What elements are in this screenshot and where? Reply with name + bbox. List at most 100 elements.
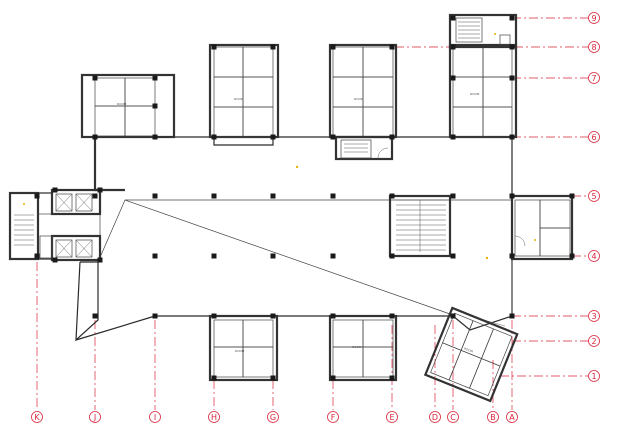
- column: [389, 313, 395, 319]
- column: [152, 193, 158, 199]
- grid-label-2: 2: [591, 337, 596, 346]
- column: [97, 187, 103, 193]
- grid-lines: [36, 17, 588, 410]
- column: [569, 253, 575, 259]
- grid-label-7: 7: [591, 74, 596, 83]
- column: [569, 193, 575, 199]
- grid-bubble-8: 8: [588, 41, 600, 53]
- grid-bubble-H: H: [208, 411, 220, 423]
- grid-label-4: 4: [591, 252, 596, 261]
- column: [509, 75, 515, 81]
- svg-text:ROOM: ROOM: [117, 102, 127, 106]
- grid-bubble-7: 7: [588, 72, 600, 84]
- central-stair: [388, 194, 452, 258]
- column: [330, 375, 336, 381]
- grid-label-E: E: [389, 413, 394, 422]
- svg-text:ROOM: ROOM: [354, 97, 364, 101]
- grid-bubble-F: F: [327, 411, 339, 423]
- column: [450, 75, 456, 81]
- column: [52, 257, 58, 263]
- column: [152, 313, 158, 319]
- column: [450, 15, 456, 21]
- rotated-room: ROOM: [423, 306, 519, 403]
- top-rooms: ROOM ROOM ROOM ROOM: [80, 13, 518, 161]
- column: [211, 375, 217, 381]
- grid-label-9: 9: [591, 14, 596, 23]
- column: [509, 253, 515, 259]
- grid-bubble-6: 6: [588, 131, 600, 143]
- svg-text:ROOM: ROOM: [234, 97, 244, 101]
- grid-label-8: 8: [591, 43, 596, 52]
- column: [389, 44, 395, 50]
- svg-text:ROOM: ROOM: [470, 92, 480, 96]
- column: [211, 253, 217, 259]
- grid-label-H: H: [211, 413, 217, 422]
- column: [152, 134, 158, 140]
- grid-label-D: D: [432, 413, 438, 422]
- column: [330, 44, 336, 50]
- grid-bubble-9: 9: [588, 12, 600, 24]
- grid-bubble-E: E: [386, 411, 398, 423]
- column: [509, 193, 515, 199]
- column: [211, 134, 217, 140]
- right-room: [510, 194, 574, 261]
- grid-bubble-D: D: [429, 411, 441, 423]
- column: [211, 44, 217, 50]
- column: [270, 375, 276, 381]
- column: [389, 134, 395, 140]
- column: [211, 193, 217, 199]
- column: [450, 193, 456, 199]
- grid-bubble-C: C: [447, 411, 459, 423]
- svg-text:ROOM: ROOM: [235, 349, 245, 353]
- grid-label-C: C: [450, 413, 456, 422]
- column: [211, 313, 217, 319]
- grid-bubble-G: G: [267, 411, 279, 423]
- column: [52, 187, 58, 193]
- svg-text:ROOM: ROOM: [463, 346, 474, 353]
- markers: [23, 33, 536, 260]
- column: [450, 44, 456, 50]
- grid-bubble-3: 3: [588, 310, 600, 322]
- main-hall: [75, 136, 513, 342]
- grid-bubble-K: K: [31, 411, 43, 423]
- grid-label-3: 3: [591, 312, 596, 321]
- column: [270, 193, 276, 199]
- left-core: [8, 188, 102, 262]
- structural-columns: [34, 15, 575, 381]
- bottom-rooms: ROOM ROOM: [208, 314, 398, 382]
- grid-bubble-4: 4: [588, 250, 600, 262]
- grid-bubble-I: I: [149, 411, 161, 423]
- grid-bubble-2: 2: [588, 335, 600, 347]
- column: [92, 134, 98, 140]
- grid-label-5: 5: [591, 192, 596, 201]
- column: [270, 313, 276, 319]
- column: [509, 44, 515, 50]
- grid-bubbles-right: 9 8 7 6 5 4 3 2 1: [588, 12, 600, 382]
- column: [389, 375, 395, 381]
- column: [450, 134, 456, 140]
- column: [509, 313, 515, 319]
- grid-bubble-J: J: [89, 411, 101, 423]
- column: [152, 253, 158, 259]
- column: [34, 253, 40, 259]
- grid-label-6: 6: [591, 133, 596, 142]
- column: [509, 15, 515, 21]
- grid-bubble-5: 5: [588, 190, 600, 202]
- column: [92, 75, 98, 81]
- grid-bubble-B: B: [487, 411, 499, 423]
- grid-label-I: I: [154, 413, 156, 422]
- column: [152, 103, 158, 109]
- grid-label-1: 1: [591, 372, 596, 381]
- grid-bubble-1: 1: [588, 370, 600, 382]
- column: [92, 193, 98, 199]
- column: [330, 193, 336, 199]
- column: [152, 75, 158, 81]
- grid-label-G: G: [270, 413, 276, 422]
- column: [330, 313, 336, 319]
- grid-label-J: J: [93, 413, 96, 422]
- grid-label-B: B: [490, 413, 496, 422]
- column: [509, 134, 515, 140]
- column: [389, 253, 395, 259]
